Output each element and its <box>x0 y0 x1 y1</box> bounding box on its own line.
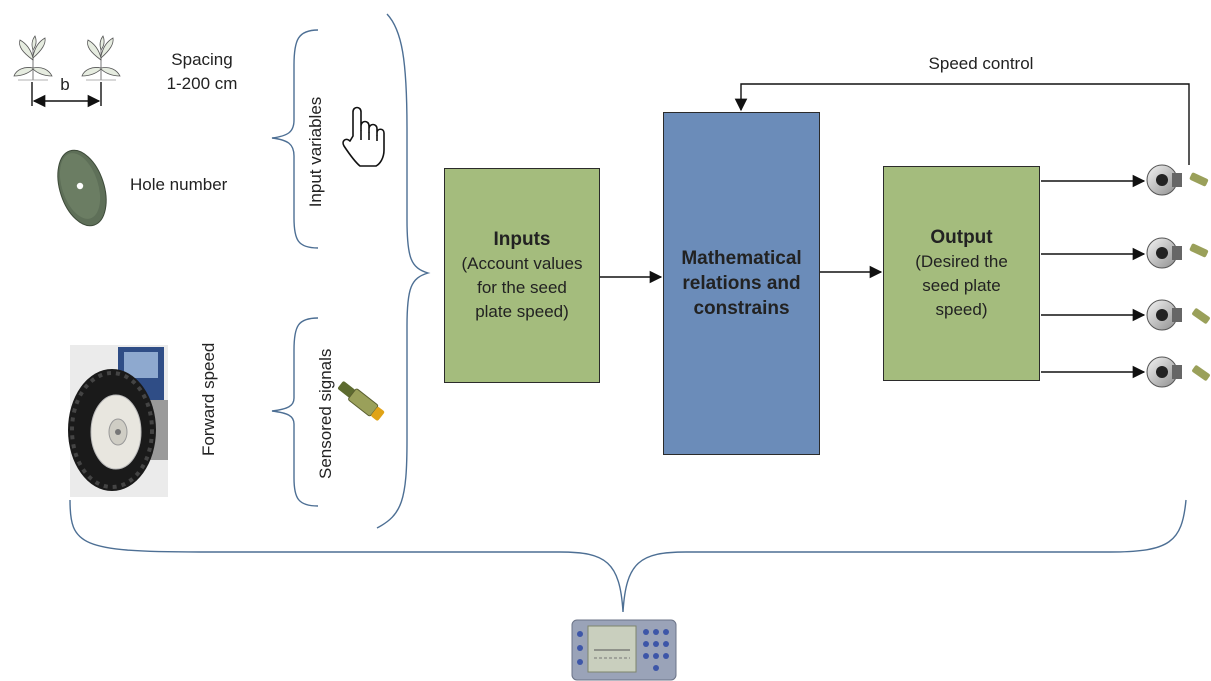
spacing-label: Spacing 1-200 cm <box>156 48 248 96</box>
controller-brace <box>69 499 1187 613</box>
forward-speed-label: Forward speed <box>199 342 218 456</box>
output-line-2: seed plate <box>922 276 1001 295</box>
input-variables-brace <box>271 29 319 249</box>
controller-display-icon <box>571 619 677 681</box>
inputs-box: Inputs (Account values for the seed plat… <box>444 168 600 383</box>
spacing-symbol: b <box>60 75 70 94</box>
main-input-brace <box>376 13 431 529</box>
stepper-motor-icon-1 <box>1146 164 1209 196</box>
stepper-motor-icon-4 <box>1146 356 1210 388</box>
output-title: Output <box>930 227 993 248</box>
tractor-wheel-icon <box>68 345 168 497</box>
input-variables-label: Input variables <box>306 96 325 208</box>
output-line-3: speed) <box>935 300 988 319</box>
process-line-1: Mathematical <box>681 248 802 269</box>
process-box: Mathematical relations and constrains <box>663 112 820 455</box>
spacing-dimension <box>31 82 102 108</box>
output-box: Output (Desired the seed plate speed) <box>883 166 1040 381</box>
speed-control-feedback-line <box>734 83 1190 165</box>
plant-icon-right <box>81 35 121 81</box>
inputs-line-1: (Account values <box>461 254 583 273</box>
speed-control-label: Speed control <box>928 54 1034 73</box>
stepper-motor-icon-3 <box>1146 299 1210 331</box>
inputs-line-2: for the seed <box>477 278 567 297</box>
inputs-line-3: plate speed) <box>475 302 569 321</box>
sensored-signals-label: Sensored signals <box>316 348 335 479</box>
plant-icon-left <box>13 35 53 81</box>
proximity-sensor-icon <box>338 381 385 421</box>
spacing-label-line-1: Spacing <box>171 50 233 69</box>
process-line-3: constrains <box>693 298 790 319</box>
seed-plate-icon <box>57 149 107 227</box>
sensored-signals-brace <box>271 317 319 507</box>
hole-number-label: Hole number <box>130 175 228 194</box>
spacing-label-line-2: 1-200 cm <box>166 74 238 93</box>
output-line-1: (Desired the <box>915 252 1008 271</box>
stepper-motor-icon-2 <box>1146 237 1209 269</box>
inputs-title: Inputs <box>493 229 551 250</box>
hand-pointer-icon <box>342 106 385 167</box>
process-line-2: relations and <box>682 273 801 294</box>
